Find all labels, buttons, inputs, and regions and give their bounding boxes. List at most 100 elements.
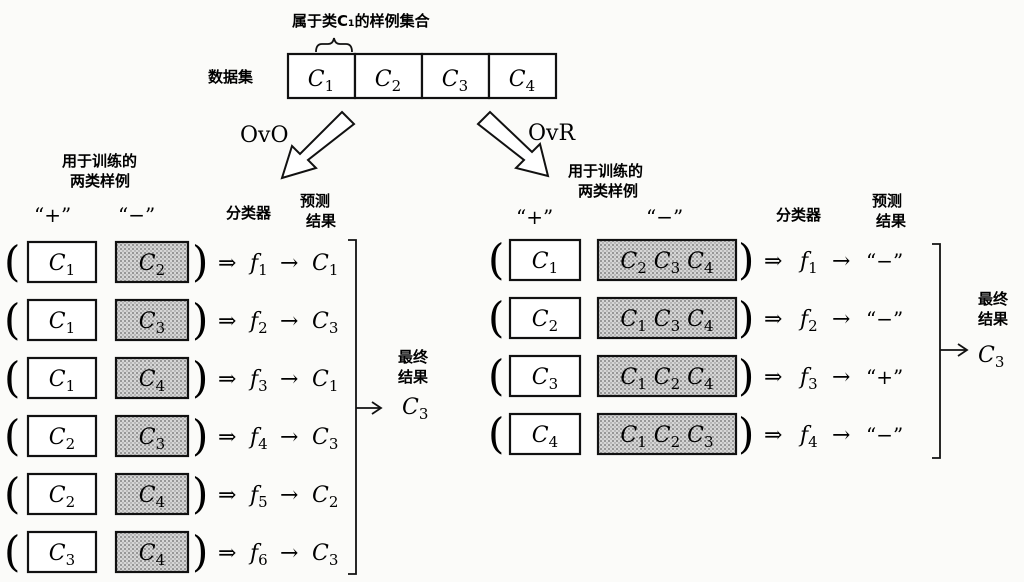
row-left-paren: (	[488, 409, 504, 458]
ovr-neg-classes: C1 C2 C4	[620, 365, 713, 393]
ovr-train-label-1: 用于训练的	[568, 162, 643, 180]
ovr-pred-header-1: 预测	[872, 192, 902, 210]
implies-symbol: ⇒	[218, 541, 236, 566]
ovo-pos-box	[26, 472, 98, 516]
arrow-symbol: →	[280, 309, 298, 334]
ovr-prediction: “−”	[866, 423, 903, 447]
ovr-classifier-header: 分类器	[776, 206, 822, 224]
ovr-pos-class: C3	[532, 365, 558, 393]
ovo-train-label-2: 两类样例	[70, 172, 130, 190]
ovr-pos-class: C4	[532, 423, 558, 451]
ovr-neg-box	[596, 296, 738, 340]
ovr-final-arrowhead	[957, 343, 969, 357]
ovo-pos-box	[26, 414, 98, 458]
ovr-final-result: C3	[978, 343, 1004, 371]
row-left-paren: (	[4, 353, 20, 402]
row-left-paren: (	[4, 295, 20, 344]
ovr-prediction: “+”	[866, 365, 903, 389]
implies-symbol: ⇒	[764, 365, 782, 390]
dataset-box	[286, 52, 357, 100]
ovo-prediction: C2	[312, 483, 338, 511]
ovo-train-label-1: 用于训练的	[62, 152, 137, 170]
row-left-paren: (	[4, 469, 20, 518]
arrow-symbol: →	[832, 249, 850, 274]
arrow-symbol: →	[832, 423, 850, 448]
row-right-paren: )	[192, 527, 208, 576]
ovr-classifier: f3	[798, 365, 818, 393]
dataset-box	[487, 52, 558, 100]
ovo-hollow-arrow	[280, 110, 356, 180]
ovo-classifier: f5	[248, 483, 268, 511]
ovo-prediction: C1	[312, 367, 338, 395]
ovr-train-label-2: 两类样例	[578, 182, 638, 200]
ovr-neg-header: “−”	[646, 205, 683, 229]
arrow-symbol: →	[832, 365, 850, 390]
ovo-prediction: C3	[312, 541, 338, 569]
ovr-neg-classes: C1 C3 C4	[620, 307, 713, 335]
ovr-neg-classes: C2 C3 C4	[620, 249, 713, 277]
ovr-pos-box	[508, 412, 582, 456]
row-right-paren: )	[738, 409, 754, 458]
ovo-pos-box	[26, 530, 98, 574]
ovr-final-label-1: 最终	[978, 290, 1009, 308]
row-right-paren: )	[192, 411, 208, 460]
implies-symbol: ⇒	[218, 483, 236, 508]
row-left-paren: (	[4, 527, 20, 576]
ovr-pos-box	[508, 296, 582, 340]
ovr-prediction: “−”	[866, 307, 903, 331]
ovr-bracket	[932, 243, 941, 459]
ovo-neg-box	[114, 356, 190, 400]
ovr-final-label-2: 结果	[978, 310, 1009, 328]
ovo-pos-class: C1	[49, 309, 75, 337]
ovo-pos-box	[26, 240, 98, 284]
ovo-prediction: C1	[312, 251, 338, 279]
dataset-class-label: C1	[308, 67, 334, 95]
ovo-pred-header-1: 预测	[300, 192, 330, 210]
ovo-classifier: f3	[248, 367, 268, 395]
ovo-final-label-2: 结果	[398, 368, 429, 386]
ovr-classifier: f2	[798, 307, 818, 335]
ovr-pred-header-2: 结果	[876, 212, 907, 230]
ovo-pos-class: C1	[49, 367, 75, 395]
row-right-paren: )	[192, 469, 208, 518]
ovo-bracket	[348, 239, 357, 575]
implies-symbol: ⇒	[218, 425, 236, 450]
ovo-classifier-header: 分类器	[226, 204, 272, 222]
ovo-pred-header-2: 结果	[306, 212, 337, 230]
implies-symbol: ⇒	[764, 307, 782, 332]
ovo-pos-box	[26, 298, 98, 342]
caption-brace	[315, 37, 353, 53]
dataset-class-label: C3	[442, 67, 468, 95]
ovr-pos-class: C2	[532, 307, 558, 335]
ovr-neg-classes: C1 C2 C3	[620, 423, 713, 451]
dataset-class-label: C2	[375, 67, 401, 95]
ovo-neg-class: C3	[139, 425, 165, 453]
ovr-neg-box	[596, 412, 738, 456]
ovo-pos-class: C2	[49, 483, 75, 511]
ovr-final-class: C3	[978, 343, 1004, 371]
dataset-label: 数据集	[208, 68, 254, 86]
ovo-classifier: f4	[248, 425, 268, 453]
implies-symbol: ⇒	[218, 309, 236, 334]
implies-symbol: ⇒	[764, 249, 782, 274]
ovo-neg-box	[114, 298, 190, 342]
ovo-neg-class: C4	[139, 541, 165, 569]
row-left-paren: (	[488, 235, 504, 284]
ovo-pos-class: C3	[49, 541, 75, 569]
ovo-pos-class: C2	[49, 425, 75, 453]
ovr-neg-box	[596, 238, 738, 282]
ovo-neg-box	[114, 240, 190, 284]
ovo-neg-class: C3	[139, 309, 165, 337]
arrow-symbol: →	[280, 483, 298, 508]
arrow-symbol: →	[280, 367, 298, 392]
row-right-paren: )	[738, 293, 754, 342]
caption-top: 属于类C₁的样例集合	[292, 12, 431, 30]
arrow-symbol: →	[832, 307, 850, 332]
ovr-pos-box	[508, 238, 582, 282]
ovr-prediction: “−”	[866, 249, 903, 273]
ovr-classifier: f1	[798, 249, 818, 277]
implies-symbol: ⇒	[218, 251, 236, 276]
